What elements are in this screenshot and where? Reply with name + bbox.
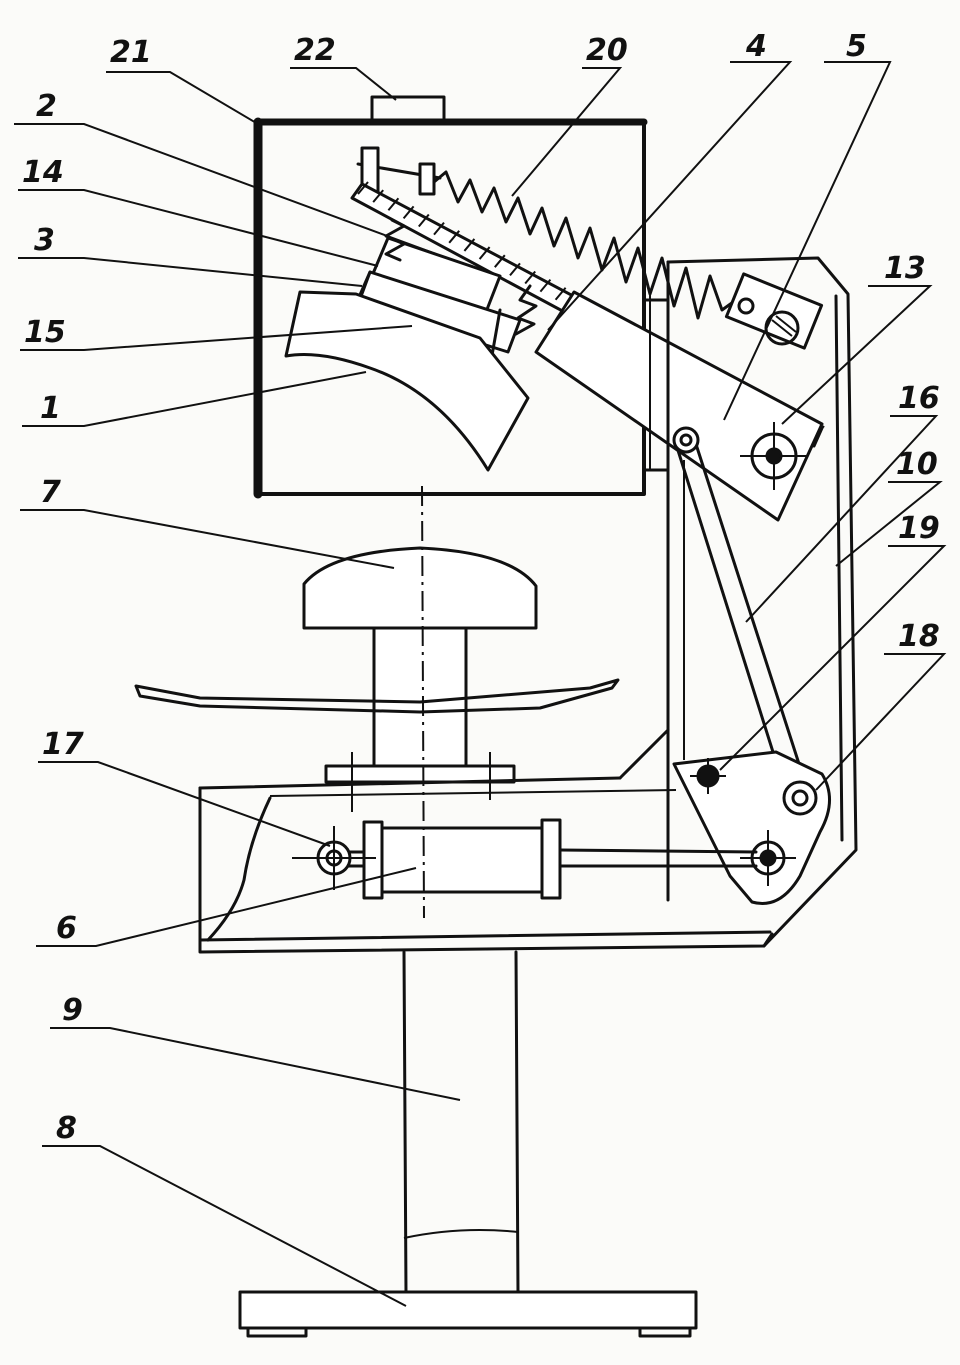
hatch-stroke	[463, 238, 476, 252]
label-14: 14	[22, 155, 64, 190]
hatch-stroke	[372, 189, 384, 203]
label-6: 6	[56, 911, 77, 946]
shoe-blank	[284, 290, 530, 472]
hatch-stroke	[433, 222, 445, 236]
holder-assembly	[354, 218, 538, 380]
label-8: 8	[56, 1111, 77, 1146]
upper-housing	[253, 117, 648, 499]
hatch-stroke	[357, 181, 369, 195]
base-plate	[238, 1290, 698, 1338]
hatch-stroke	[524, 270, 536, 285]
label-5: 5	[846, 29, 867, 64]
label-21: 21	[110, 35, 152, 70]
label-1: 1	[40, 391, 61, 426]
label-7: 7	[40, 475, 61, 510]
lever-arm	[534, 272, 824, 522]
hatch-stroke	[554, 287, 567, 301]
hatch-stroke	[478, 246, 491, 260]
label-19: 19	[898, 511, 940, 546]
base-frame	[198, 728, 774, 954]
label-16: 16	[898, 381, 940, 416]
label-2: 2	[36, 89, 57, 124]
label-20: 20	[586, 33, 628, 68]
top-cap	[370, 95, 446, 124]
hatch-stroke	[509, 262, 521, 276]
label-17: 17	[42, 727, 84, 762]
hatch-stroke	[539, 278, 552, 293]
hatch-stroke	[387, 197, 400, 211]
leader-lines	[14, 61, 947, 1307]
connecting-rod	[672, 426, 812, 808]
label-9: 9	[62, 993, 83, 1028]
part-labels: 21 22 20 4 5 2 14 3 15 1 13 16 7 10 19 1…	[22, 29, 940, 1146]
hatch-stroke	[494, 254, 506, 268]
hatch-stroke	[448, 230, 460, 244]
hatch-stroke	[402, 205, 415, 220]
label-3: 3	[34, 223, 55, 258]
bell-crank	[672, 750, 832, 905]
pneumatic-cylinder	[292, 818, 758, 900]
side-bracket	[642, 256, 858, 948]
tension-spring	[356, 146, 738, 320]
label-4: 4	[745, 29, 767, 64]
label-18: 18	[898, 619, 940, 654]
label-13: 13	[884, 251, 926, 286]
label-15: 15	[24, 315, 66, 350]
column	[402, 950, 520, 1296]
hatch-stroke	[418, 213, 430, 228]
support-pad	[134, 546, 620, 812]
centre-axis	[421, 485, 425, 919]
label-10: 10	[896, 447, 938, 482]
label-22: 22	[294, 33, 336, 68]
